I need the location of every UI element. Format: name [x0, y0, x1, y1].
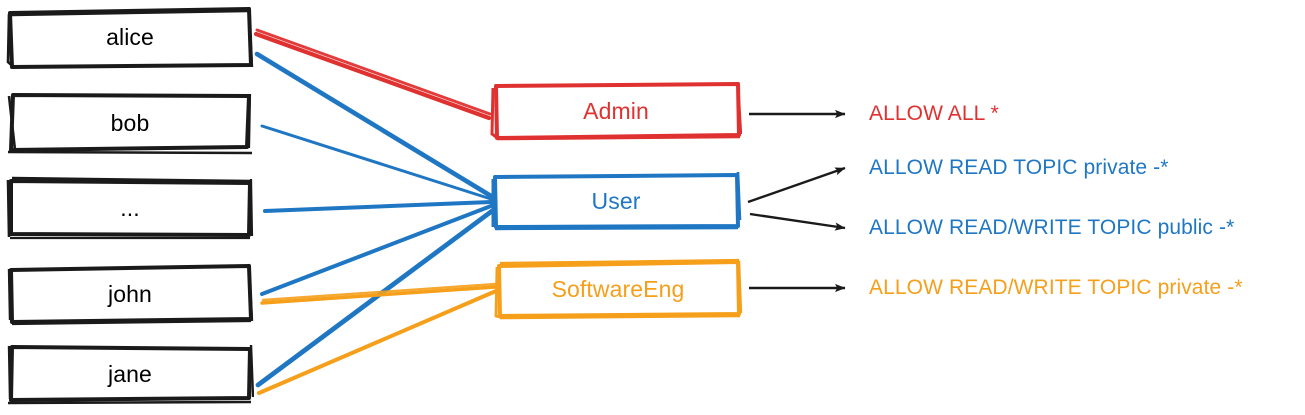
permission-arrows [747, 109, 846, 293]
role-label: User [591, 187, 641, 214]
principal-label: bob [110, 109, 150, 136]
wire-jane-user [255, 208, 495, 388]
sketch-rect [494, 258, 743, 320]
principal-label: ... [120, 194, 140, 221]
role-box-softwareeng[interactable]: SoftwareEng [493, 258, 743, 320]
role-label: Admin [583, 97, 649, 124]
membership-wires [253, 28, 498, 395]
arrow-user-allow-read-private [747, 166, 846, 204]
principal-label: john [108, 280, 152, 307]
sketch-rect [490, 81, 742, 141]
wire-bob-user [260, 124, 493, 201]
principal-box-alice[interactable]: alice [6, 5, 254, 69]
wire-jane-softwareeng [257, 289, 498, 395]
wire-alice-admin [253, 28, 492, 121]
principal-box-ellipsis[interactable]: ... [6, 175, 254, 241]
sketch-rect [7, 344, 254, 405]
wire-john-softwareeng [260, 282, 498, 305]
sketch-rect [6, 6, 254, 69]
wire-john-user [260, 204, 493, 296]
sketch-rect [7, 93, 253, 155]
role-box-admin[interactable]: Admin [490, 80, 742, 142]
sketch-rect [491, 171, 742, 231]
wire-ellipsis-user [263, 200, 493, 213]
wire-alice-user [254, 51, 494, 199]
permission-label-allow-read-private: ALLOW READ TOPIC private -* [869, 156, 1169, 179]
permission-label-allow-rw-private: ALLOW READ/WRITE TOPIC private -* [869, 276, 1243, 299]
principal-box-bob[interactable]: bob [6, 90, 254, 156]
principal-label: jane [108, 360, 152, 387]
sketch-rect [6, 176, 254, 240]
role-box-user[interactable]: User [490, 170, 742, 232]
arrow-user-allow-rw-public [749, 212, 846, 231]
sketch-rect [7, 263, 254, 326]
permission-label-allow-rw-public: ALLOW READ/WRITE TOPIC public -* [869, 216, 1235, 239]
principal-label: alice [106, 23, 154, 50]
role-label: SoftwareEng [551, 275, 685, 302]
principal-box-john[interactable]: john [6, 262, 254, 326]
principal-box-jane[interactable]: jane [6, 342, 254, 406]
permission-label-allow-all: ALLOW ALL * [869, 102, 999, 125]
